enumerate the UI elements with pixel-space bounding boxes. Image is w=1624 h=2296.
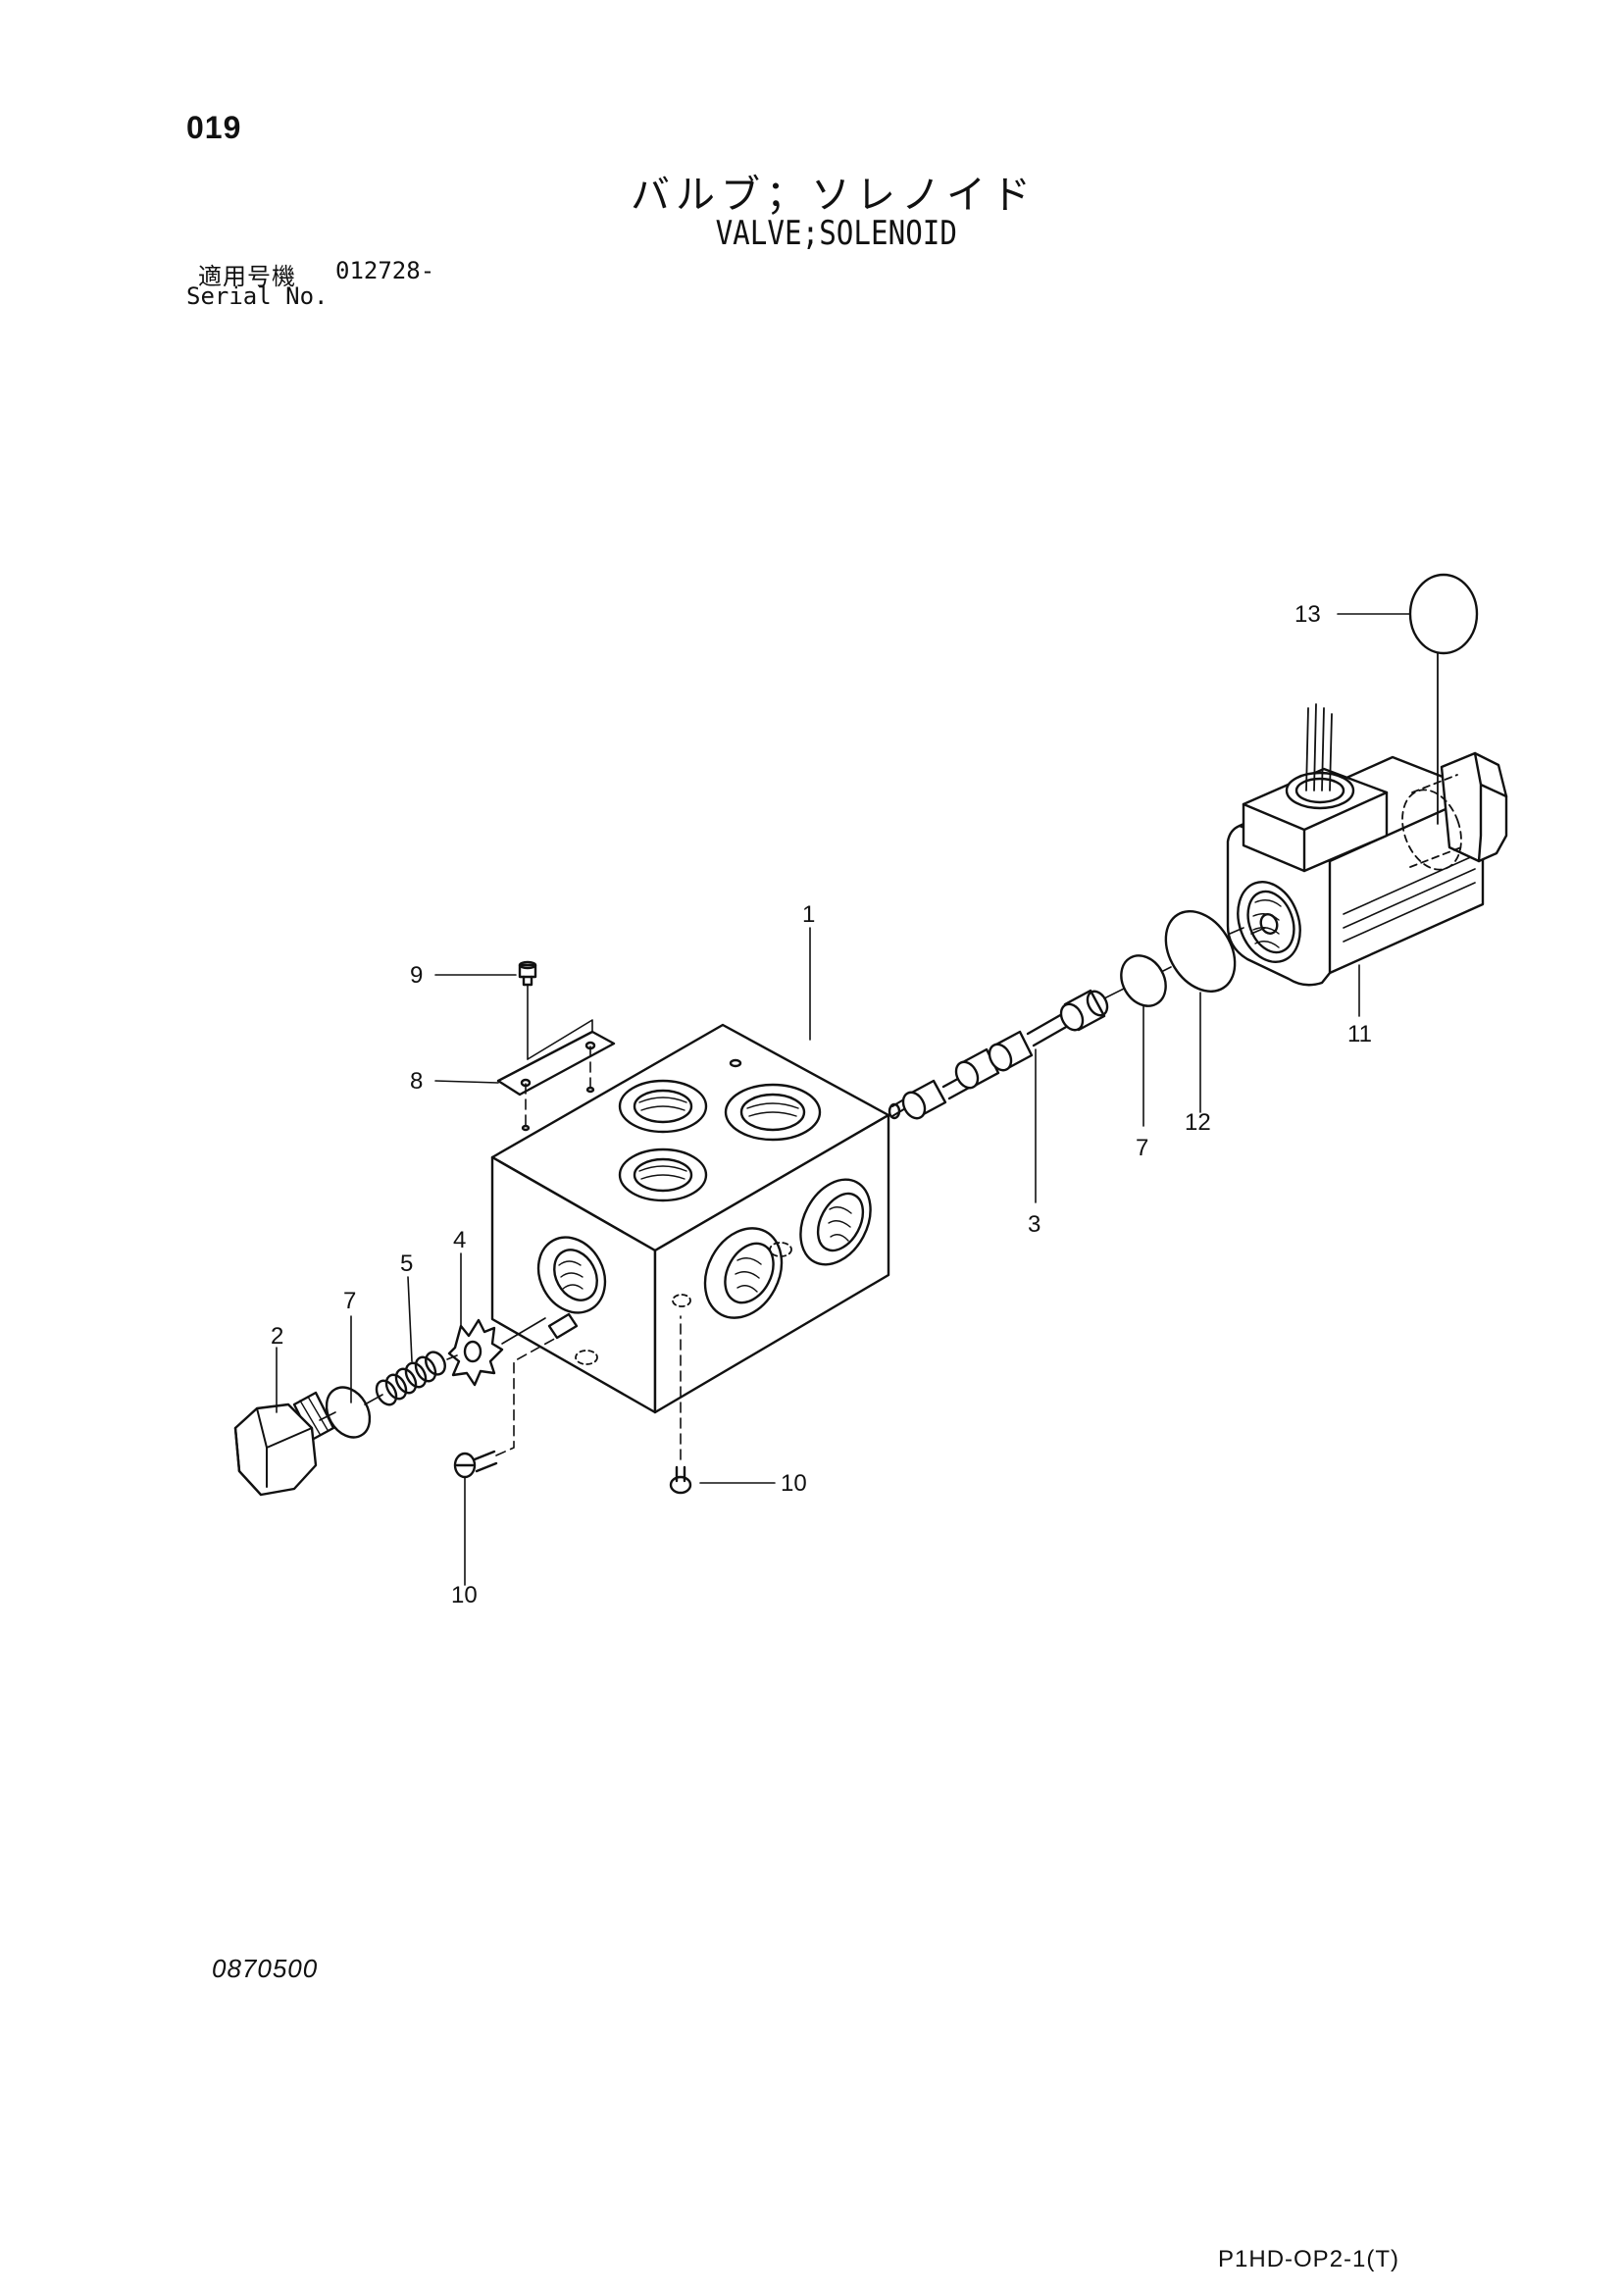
callout-7-left: 7 xyxy=(343,1288,356,1314)
page-number: 019 xyxy=(186,110,242,145)
assembly-lines xyxy=(319,927,1244,1421)
callout-11: 11 xyxy=(1347,1021,1372,1047)
screw-bottom xyxy=(669,1315,692,1495)
leader-lines xyxy=(276,613,1411,1586)
callout-13: 13 xyxy=(1294,601,1321,628)
stopper xyxy=(447,1318,504,1387)
callout-5: 5 xyxy=(400,1250,413,1277)
callout-8: 8 xyxy=(410,1068,423,1095)
callout-1: 1 xyxy=(802,901,815,928)
serial-label-japanese: 適用号機 xyxy=(198,263,296,290)
serial-label-english: Serial No. xyxy=(186,282,329,310)
name-plate xyxy=(496,1030,616,1132)
callout-7-right: 7 xyxy=(1136,1135,1148,1161)
title-japanese: バルブ；ソレノイド xyxy=(631,173,1037,218)
o-ring-left xyxy=(325,1386,372,1439)
drawing-number: 0870500 xyxy=(212,1954,319,1983)
screw-left xyxy=(453,1312,579,1479)
cap-disc xyxy=(1408,573,1479,655)
callout-4: 4 xyxy=(453,1227,466,1253)
callout-9: 9 xyxy=(410,962,423,989)
sheet-code: P1HD-OP2-1(T) xyxy=(1218,2246,1400,2272)
solenoid-coil xyxy=(1226,703,1508,987)
callout-12: 12 xyxy=(1185,1109,1211,1136)
callout-10-left: 10 xyxy=(451,1582,478,1608)
spool xyxy=(888,989,1109,1120)
rivet xyxy=(518,960,593,1060)
spring xyxy=(375,1351,446,1406)
callout-10-right: 10 xyxy=(781,1470,807,1497)
valve-body xyxy=(490,1023,890,1414)
plug xyxy=(233,1391,335,1497)
o-ring-right xyxy=(1120,954,1167,1007)
callout-3: 3 xyxy=(1028,1211,1040,1238)
o-ring-large xyxy=(1164,910,1237,993)
title-english: VALVE;SOLENOID xyxy=(715,214,958,253)
callout-2: 2 xyxy=(271,1323,283,1350)
serial-value: 012728- xyxy=(335,257,435,284)
